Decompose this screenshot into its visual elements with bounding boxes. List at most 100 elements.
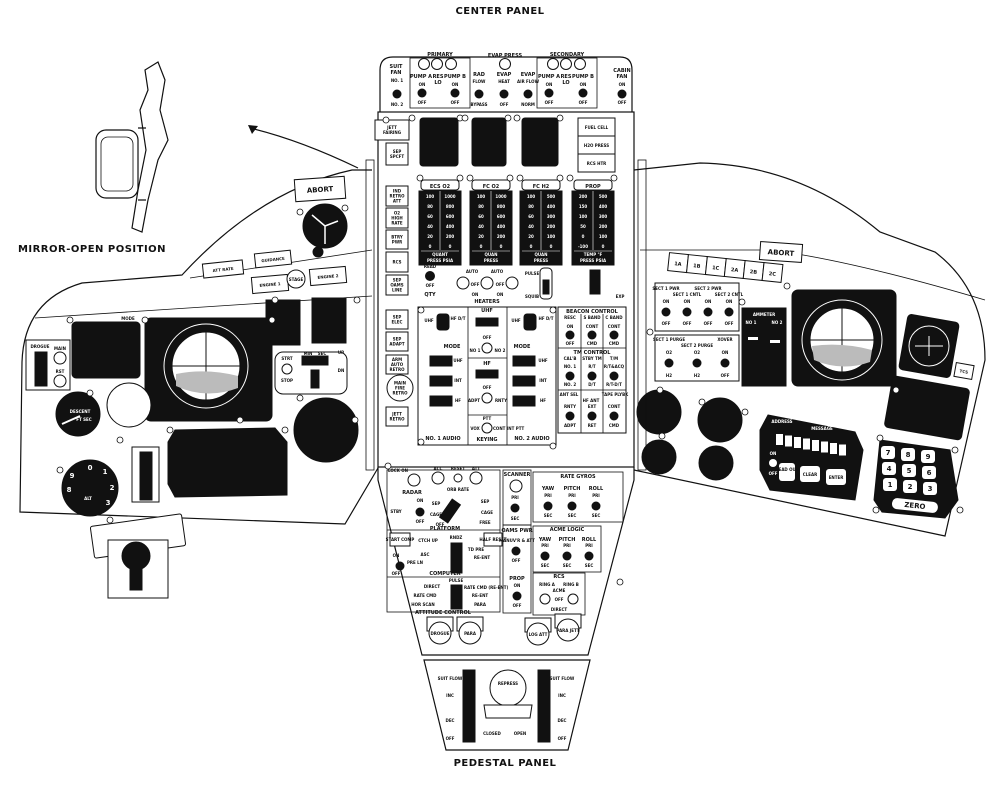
toggle-switch[interactable]: [609, 411, 619, 421]
timer-start-button[interactable]: [281, 363, 293, 375]
toggle-switch[interactable]: [664, 358, 674, 368]
clear-button[interactable]: [800, 466, 820, 482]
toggle-switch[interactable]: [609, 371, 619, 381]
controller-knob[interactable]: [121, 541, 151, 571]
para-btn-button[interactable]: [458, 621, 482, 645]
toggle-switch[interactable]: [587, 330, 597, 340]
main-fire-retro-button[interactable]: [386, 374, 414, 402]
start-comp-button[interactable]: [389, 532, 411, 547]
mode-rotary-knob[interactable]: [436, 313, 450, 331]
attitude-control-selector[interactable]: [450, 584, 463, 610]
enter-button[interactable]: [826, 469, 846, 485]
center-button[interactable]: [374, 119, 410, 141]
repress-valve[interactable]: [489, 669, 527, 707]
toggle-switch[interactable]: [474, 89, 484, 99]
selector-knob-2[interactable]: [698, 445, 734, 481]
heater-switch-fc-h2[interactable]: [505, 276, 519, 290]
suit-flow-lever-right[interactable]: [537, 669, 551, 743]
keypad-key[interactable]: [921, 450, 935, 463]
center-button[interactable]: [385, 251, 409, 273]
toggle-switch[interactable]: [578, 88, 588, 98]
toggle-switch[interactable]: [587, 371, 597, 381]
center-button[interactable]: [385, 142, 409, 166]
toggle-switch[interactable]: [512, 591, 522, 601]
keypad-key[interactable]: [902, 464, 916, 477]
ring-a-switch[interactable]: [539, 593, 551, 605]
keypad-key[interactable]: [922, 466, 936, 479]
mode-rotary-knob[interactable]: [523, 313, 537, 331]
keypad-key[interactable]: [882, 462, 896, 475]
toggle-switch[interactable]: [417, 88, 427, 98]
toggle-switch[interactable]: [499, 89, 509, 99]
toggle-switch[interactable]: [392, 89, 402, 99]
half-reset-button[interactable]: [483, 532, 503, 547]
toggle-switch[interactable]: [511, 546, 521, 556]
center-button[interactable]: [385, 354, 409, 375]
volume-control[interactable]: [429, 355, 453, 367]
center-button[interactable]: [385, 185, 409, 207]
toggle-switch[interactable]: [543, 501, 553, 511]
center-button[interactable]: [385, 406, 409, 427]
log-att-button[interactable]: [526, 622, 550, 646]
volume-control[interactable]: [512, 355, 536, 367]
keypad-key[interactable]: [903, 480, 917, 493]
keying-switch[interactable]: [481, 422, 493, 434]
toggle-switch[interactable]: [720, 358, 730, 368]
ring-b-switch[interactable]: [567, 593, 579, 605]
center-button[interactable]: [385, 229, 409, 250]
toggle-switch[interactable]: [565, 371, 575, 381]
toggle-switch[interactable]: [450, 88, 460, 98]
toggle-switch[interactable]: [562, 551, 572, 561]
timer-switch[interactable]: [310, 369, 320, 389]
uhf-volume[interactable]: [475, 317, 499, 327]
toggle-switch[interactable]: [724, 307, 734, 317]
toggle-switch[interactable]: [565, 411, 575, 421]
platform-mode-knob[interactable]: [438, 498, 462, 524]
toggle-switch[interactable]: [544, 88, 554, 98]
toggle-switch[interactable]: [617, 89, 627, 99]
hf-select-switch[interactable]: [481, 392, 493, 404]
toggle-switch[interactable]: [591, 501, 601, 511]
prop-selector-knob[interactable]: [589, 269, 601, 295]
center-button[interactable]: [385, 309, 409, 330]
zero-button[interactable]: [891, 498, 938, 514]
toggle-switch[interactable]: [540, 551, 550, 561]
toggle-switch[interactable]: [609, 330, 619, 340]
toggle-switch[interactable]: [395, 561, 405, 571]
heater-switch-fc-o2[interactable]: [480, 276, 494, 290]
toggle-switch[interactable]: [565, 330, 575, 340]
repress-handle[interactable]: [483, 704, 533, 719]
hf-volume[interactable]: [475, 369, 499, 379]
center-button[interactable]: [385, 331, 409, 352]
computer-mode-selector[interactable]: [450, 542, 463, 574]
reset-button[interactable]: [453, 473, 463, 483]
keypad-key[interactable]: [881, 446, 895, 459]
suit-flow-lever-left[interactable]: [462, 669, 476, 743]
toggle-switch[interactable]: [587, 411, 597, 421]
qty-read-switch[interactable]: [425, 271, 435, 281]
toggle-switch[interactable]: [523, 89, 533, 99]
volume-control[interactable]: [512, 375, 536, 387]
toggle-switch[interactable]: [415, 507, 425, 517]
keypad-key[interactable]: [883, 478, 897, 491]
toggle-switch[interactable]: [703, 307, 713, 317]
selector-knob-1[interactable]: [641, 439, 677, 475]
center-button[interactable]: [385, 207, 409, 229]
dcs-power-switch[interactable]: [769, 459, 777, 467]
keypad-key[interactable]: [923, 482, 937, 495]
toggle-switch[interactable]: [661, 307, 671, 317]
volume-control[interactable]: [429, 395, 453, 407]
drogue-button[interactable]: [428, 621, 452, 645]
heater-switch-ecs[interactable]: [456, 276, 470, 290]
para-jett-button[interactable]: [556, 618, 580, 642]
toggle-switch[interactable]: [584, 551, 594, 561]
read-out-button[interactable]: [779, 463, 795, 481]
center-button[interactable]: [385, 274, 409, 296]
keypad-key[interactable]: [901, 448, 915, 461]
volume-control[interactable]: [429, 375, 453, 387]
toggle-switch[interactable]: [682, 307, 692, 317]
toggle-switch[interactable]: [510, 503, 520, 513]
volume-control[interactable]: [512, 395, 536, 407]
uhf-select-switch[interactable]: [481, 342, 493, 354]
toggle-switch[interactable]: [567, 501, 577, 511]
